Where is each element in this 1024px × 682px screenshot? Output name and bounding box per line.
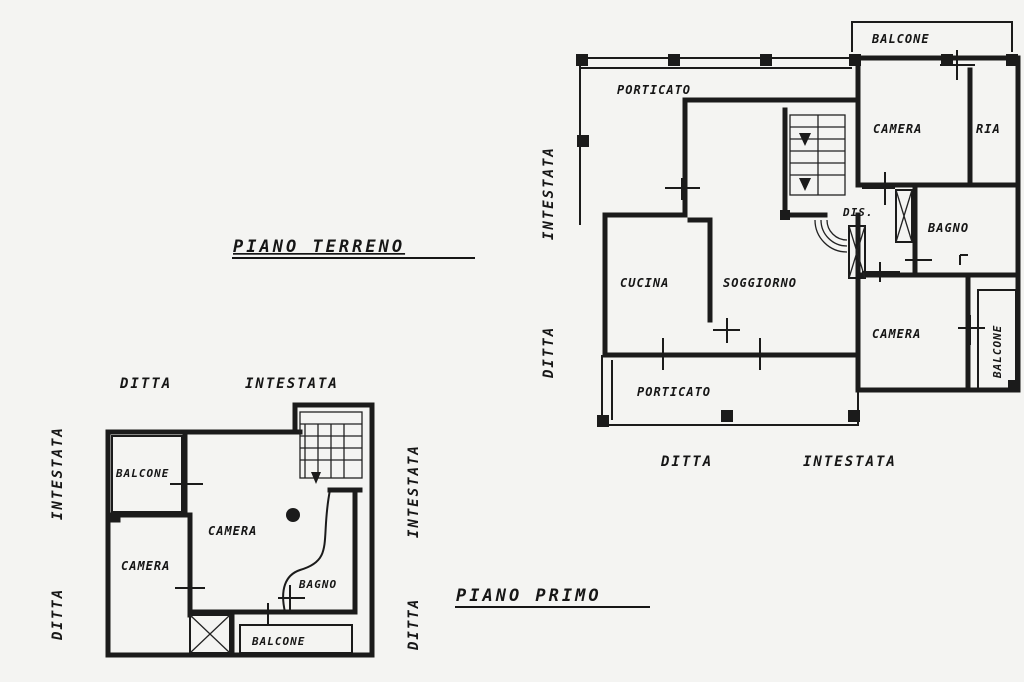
label-balcone-top: BALCONE <box>871 32 930 46</box>
label-cucina: CUCINA <box>620 276 669 290</box>
neighbor-first-right-ditta: DITTA <box>406 598 422 651</box>
neighbor-ground-bottom-ditta: DITTA <box>660 454 713 470</box>
neighbor-first-left-intestata: INTESTATA <box>50 426 66 520</box>
title-piano-primo: PIANO PRIMO <box>456 586 602 606</box>
neighbor-first-top-intestata: INTESTATA <box>245 376 339 392</box>
neighbor-ground-left-ditta: DITTA <box>541 326 557 379</box>
balcone-top-outline <box>851 21 1013 52</box>
title-piano-terreno: PIANO TERRENO <box>233 237 405 257</box>
curved-partition <box>282 489 331 613</box>
label-camera-left: CAMERA <box>121 559 170 573</box>
balcone-left-outline <box>111 435 183 513</box>
balcone-bottom-outline <box>239 624 353 654</box>
first-floor-plan <box>105 402 375 658</box>
label-camera-main: CAMERA <box>208 524 257 538</box>
label-balcone-left: BALCONE <box>115 467 169 480</box>
column-dot <box>286 508 300 522</box>
label-soggiorno: SOGGIORNO <box>723 276 797 290</box>
label-porticato-bottom: PORTICATO <box>637 385 711 399</box>
label-balcone-right: BALCONE <box>991 325 1004 379</box>
exterior-wall-first <box>105 402 375 658</box>
label-camera-right: CAMERA <box>872 327 921 341</box>
neighbor-first-top-ditta: DITTA <box>119 376 172 392</box>
ground-floor-plan <box>576 21 1021 427</box>
label-camera-top: CAMERA <box>873 122 922 136</box>
closet-x-ground <box>848 189 913 279</box>
porticato-bottom-outline <box>601 355 859 426</box>
label-dis: DIS. <box>842 206 874 219</box>
door-marks-ground <box>662 50 985 370</box>
label-bagno-ground: BAGNO <box>927 221 969 235</box>
staircase-first <box>299 411 363 484</box>
label-porticato-top: PORTICATO <box>617 83 691 97</box>
label-ria: RIA <box>976 122 1001 136</box>
label-balcone-bottom: BALCONE <box>251 635 305 648</box>
balcone-right-outline <box>977 289 1017 391</box>
neighbor-ground-bottom-intestata: INTESTATA <box>803 454 897 470</box>
closet-x-first <box>189 614 231 654</box>
staircase-ground <box>789 114 848 253</box>
neighbor-ground-left-intestata: INTESTATA <box>541 146 557 240</box>
door-marks-first <box>170 470 305 625</box>
pillars-ground <box>576 54 1020 427</box>
neighbor-first-left-ditta: DITTA <box>50 588 66 641</box>
neighbor-first-right-intestata: INTESTATA <box>406 444 422 538</box>
label-bagno-first: BAGNO <box>298 578 337 591</box>
